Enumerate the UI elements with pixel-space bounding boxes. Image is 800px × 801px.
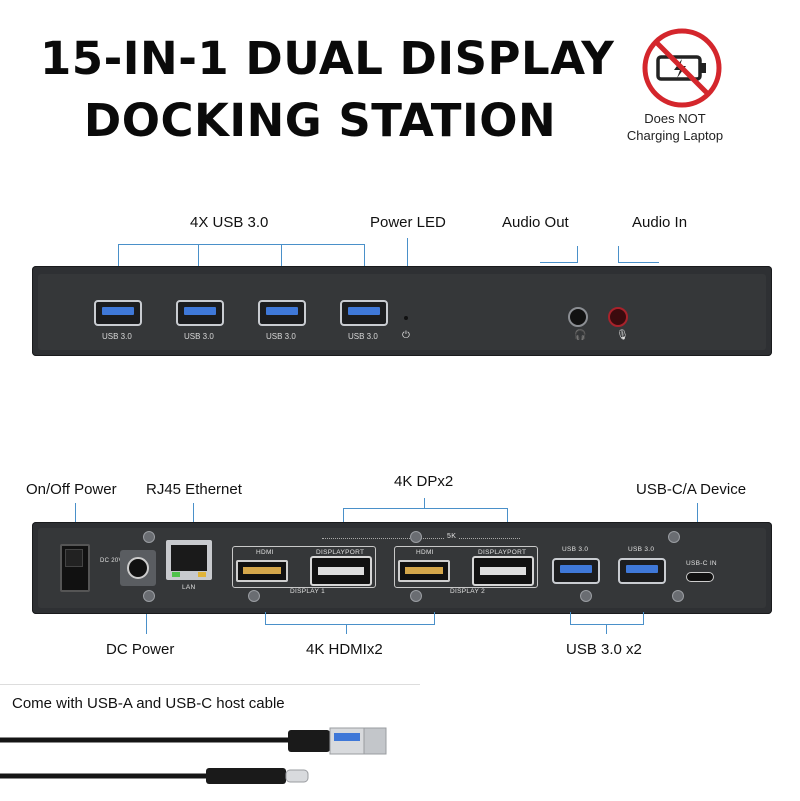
displayport-2 (472, 556, 534, 586)
label-audio-in: Audio In (632, 214, 688, 231)
screw (668, 531, 680, 543)
title-line-2: DOCKING STATION (83, 94, 557, 147)
usb-c-caption: USB-C IN (686, 560, 717, 567)
host-cables-illustration (0, 727, 387, 784)
power-switch (60, 544, 90, 592)
screw (410, 590, 422, 602)
no-charge-caption: Does NOT Charging Laptop (600, 110, 750, 144)
usb-bracket-tick-4 (364, 244, 365, 266)
display-2-caption: DISPLAY 2 (450, 588, 485, 595)
front-usb-port-1 (94, 300, 142, 326)
screw (248, 590, 260, 602)
screw (143, 590, 155, 602)
display-2-dp-caption: DISPLAYPORT (478, 549, 527, 556)
front-usb-caption-1: USB 3.0 (102, 332, 132, 341)
front-usb-caption-4: USB 3.0 (348, 332, 378, 341)
usb-bracket (118, 244, 364, 245)
hdmi-bracket-stem (346, 624, 347, 634)
usb-bracket-tick-3 (281, 244, 282, 266)
label-4x-usb: 4X USB 3.0 (190, 214, 269, 231)
dock-front-face (38, 274, 766, 350)
dock-front-panel: USB 3.0 USB 3.0 USB 3.0 USB 3.0 ⏻ 🎧 🎙 (32, 266, 772, 356)
front-usb-caption-2: USB 3.0 (184, 332, 214, 341)
lan-caption: LAN (182, 584, 196, 591)
rj45-line (193, 503, 194, 523)
title-line-1: 15-IN-1 DUAL DISPLAY (40, 32, 615, 85)
front-usb-port-4 (340, 300, 388, 326)
usb-bracket-tick-1 (118, 244, 119, 266)
screw (410, 531, 422, 543)
audio-out-jack (568, 307, 588, 327)
no-charge-line-2: Charging Laptop (626, 128, 724, 143)
dc-jack-housing (120, 550, 156, 586)
power-led-line (407, 238, 408, 266)
no-charging-battery-icon (642, 28, 722, 108)
dc-power-line (146, 614, 147, 634)
front-usb-port-2 (176, 300, 224, 326)
displayport-1 (310, 556, 372, 586)
rear-usb-caption-2: USB 3.0 (628, 546, 655, 553)
on-off-line (75, 503, 76, 523)
screw (143, 531, 155, 543)
audio-in-jack (608, 307, 628, 327)
no-charge-line-1: Does NOT (644, 111, 706, 126)
hdmi-port-1 (236, 560, 288, 582)
usb-x2-bracket (570, 612, 644, 625)
rear-usb-port-1 (552, 558, 600, 584)
usb-x2-bracket-stem (606, 624, 607, 634)
power-led (404, 316, 408, 320)
dock-rear-panel: DC 20V LAN HDMI DISPLAYPORT DISPLAY 1 5K… (32, 522, 772, 614)
usb-c-port (686, 572, 714, 582)
dp-bracket-stem (424, 498, 425, 508)
label-4k-hdmi: 4K HDMIx2 (306, 641, 383, 658)
microphone-icon: 🎙 (616, 330, 629, 341)
display-1-hdmi-caption: HDMI (256, 549, 274, 556)
label-usb-c-a-device: USB-C/A Device (636, 481, 747, 498)
audio-in-line (618, 246, 659, 263)
front-usb-caption-3: USB 3.0 (266, 332, 296, 341)
label-audio-out: Audio Out (502, 214, 569, 231)
front-usb-port-3 (258, 300, 306, 326)
page-title: 15-IN-1 DUAL DISPLAY DOCKING STATION (40, 28, 615, 152)
label-power-led: Power LED (370, 214, 446, 231)
lan-port (166, 540, 212, 580)
display-1-dp-caption: DISPLAYPORT (316, 549, 365, 556)
label-on-off-power: On/Off Power (26, 481, 117, 498)
usb-device-line (697, 503, 698, 523)
screw (672, 590, 684, 602)
dc-caption: DC 20V (100, 558, 123, 564)
label-dc-power: DC Power (106, 641, 175, 658)
cable-section (0, 684, 420, 801)
rear-usb-port-2 (618, 558, 666, 584)
dp-bracket (343, 508, 508, 522)
screw (580, 590, 592, 602)
display-2-group (394, 546, 538, 588)
display-1-group (232, 546, 376, 588)
label-rj45-ethernet: RJ45 Ethernet (146, 481, 242, 498)
label-4k-dp: 4K DPx2 (394, 473, 454, 490)
cable-note: Come with USB-A and USB-C host cable (12, 695, 285, 712)
label-usb-3-x2: USB 3.0 x2 (566, 641, 642, 658)
rear-usb-caption-1: USB 3.0 (562, 546, 589, 553)
audio-out-line (540, 246, 578, 263)
hdmi-bracket (265, 612, 435, 625)
5k-caption: 5K (444, 533, 460, 540)
power-symbol-icon: ⏻ (402, 330, 410, 341)
hdmi-port-2 (398, 560, 450, 582)
display-1-caption: DISPLAY 1 (290, 588, 325, 595)
usb-bracket-tick-2 (198, 244, 199, 266)
headphone-icon: 🎧 (574, 330, 587, 341)
display-2-hdmi-caption: HDMI (416, 549, 434, 556)
